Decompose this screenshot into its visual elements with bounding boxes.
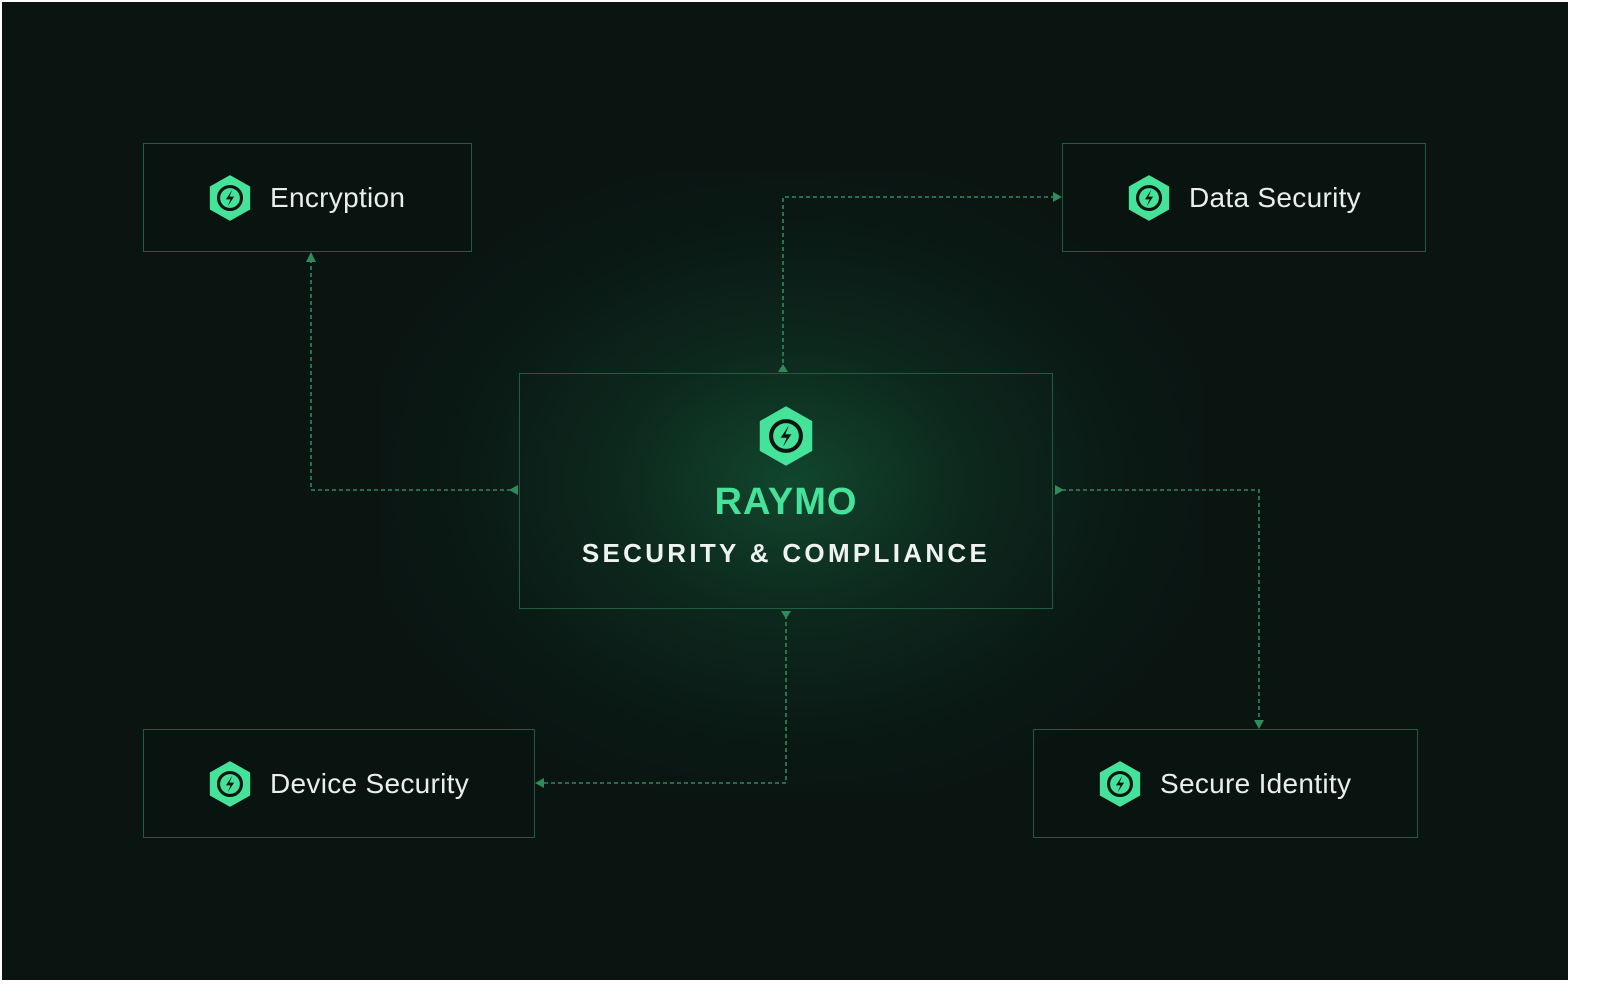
arrowhead-device-security <box>535 778 544 788</box>
bolt-hexagon-icon <box>1098 760 1142 808</box>
node-encryption: Encryption <box>143 143 472 252</box>
hub-box: RAYMO SECURITY & COMPLIANCE <box>519 373 1053 609</box>
bolt-hexagon-icon <box>208 174 252 222</box>
node-data-security: Data Security <box>1062 143 1426 252</box>
node-label: Secure Identity <box>1160 767 1352 799</box>
arrowhead-hub-top <box>778 364 788 372</box>
node-secure-identity: Secure Identity <box>1033 729 1418 838</box>
hub-subtitle: SECURITY & COMPLIANCE <box>581 538 991 568</box>
connector-hub-to-secure-identity <box>1055 489 1260 724</box>
bolt-hexagon-icon <box>1127 174 1171 222</box>
diagram-canvas: RAYMO SECURITY & COMPLIANCE Encryption D… <box>2 2 1568 980</box>
bolt-hexagon-icon <box>208 760 252 808</box>
arrowhead-encryption <box>306 252 316 262</box>
hub-title: RAYMO <box>714 481 858 523</box>
connector-hub-to-encryption <box>310 260 518 491</box>
connector-lines <box>306 192 1264 788</box>
node-label: Data Security <box>1189 181 1361 213</box>
arrowhead-hub-left <box>509 485 518 495</box>
arrowhead-data-security <box>1053 192 1062 202</box>
node-label: Device Security <box>270 767 470 799</box>
arrowhead-secure-identity <box>1254 720 1264 729</box>
node-device-security: Device Security <box>143 729 535 838</box>
arrowhead-hub-right <box>1055 485 1064 495</box>
node-label: Encryption <box>270 181 406 213</box>
bolt-hexagon-icon <box>757 405 815 467</box>
connector-hub-to-device-security <box>542 615 787 784</box>
arrowhead-hub-bottom <box>781 611 791 619</box>
connector-hub-to-data-security <box>782 196 1056 370</box>
